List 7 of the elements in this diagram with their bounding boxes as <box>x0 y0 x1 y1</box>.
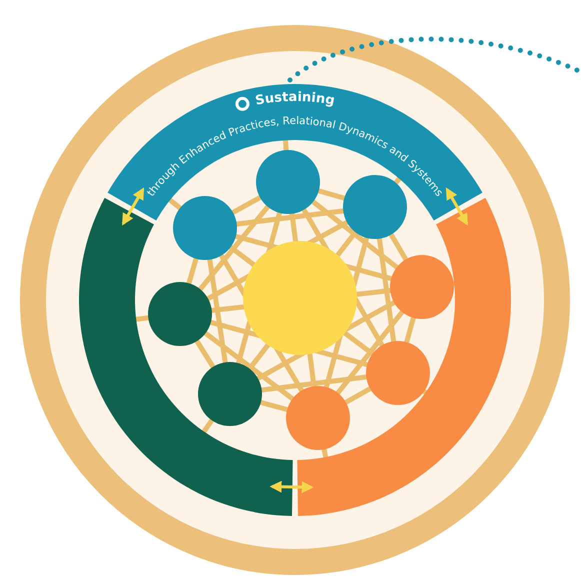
double-arrow <box>446 187 468 226</box>
arc-band <box>79 198 293 516</box>
double-arrow <box>122 187 144 226</box>
band-title: Sustaining <box>254 90 336 109</box>
arc-band <box>297 198 511 516</box>
arc-band <box>108 84 482 220</box>
double-arrow <box>270 480 314 494</box>
